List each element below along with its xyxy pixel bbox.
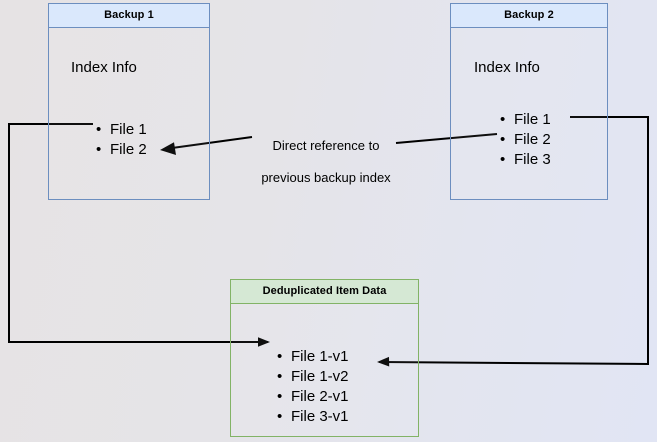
dedup-file-item: File 2-v1 [277,387,348,407]
dedup-file-list: File 1-v1 File 1-v2 File 2-v1 File 3-v1 [276,347,348,427]
direct-reference-caption: Direct reference to previous backup inde… [243,122,409,202]
backup-1-title: Backup 1 [49,4,209,28]
backup-1-file-item: File 2 [96,140,147,160]
backup-1-index-label: Index Info [71,59,137,76]
backup-1-file-list: File 1 File 2 [95,120,147,160]
deduplicated-item-data-title: Deduplicated Item Data [231,280,418,304]
dedup-file-item: File 3-v1 [277,407,348,427]
backup-2-index-label: Index Info [474,59,540,76]
dedup-file-item: File 1-v2 [277,367,348,387]
backup-2-file-item: File 3 [500,150,551,170]
backup-2-body: Index Info File 1 File 2 File 3 [451,28,607,199]
direct-reference-caption-line2: previous backup index [261,170,391,185]
deduplicated-item-data-box[interactable]: Deduplicated Item Data File 1-v1 File 1-… [230,279,419,437]
backup-2-file-item: File 1 [500,110,551,130]
deduplicated-item-data-body: File 1-v1 File 1-v2 File 2-v1 File 3-v1 [231,304,418,436]
backup-1-box[interactable]: Backup 1 Index Info File 1 File 2 [48,3,210,200]
backup-2-box[interactable]: Backup 2 Index Info File 1 File 2 File 3 [450,3,608,200]
backup-2-title: Backup 2 [451,4,607,28]
backup-2-file-list: File 1 File 2 File 3 [499,110,551,170]
backup-1-body: Index Info File 1 File 2 [49,28,209,199]
backup-2-file-item: File 2 [500,130,551,150]
direct-reference-caption-line1: Direct reference to [272,138,380,153]
dedup-file-item: File 1-v1 [277,347,348,367]
backup-1-file-item: File 1 [96,120,147,140]
